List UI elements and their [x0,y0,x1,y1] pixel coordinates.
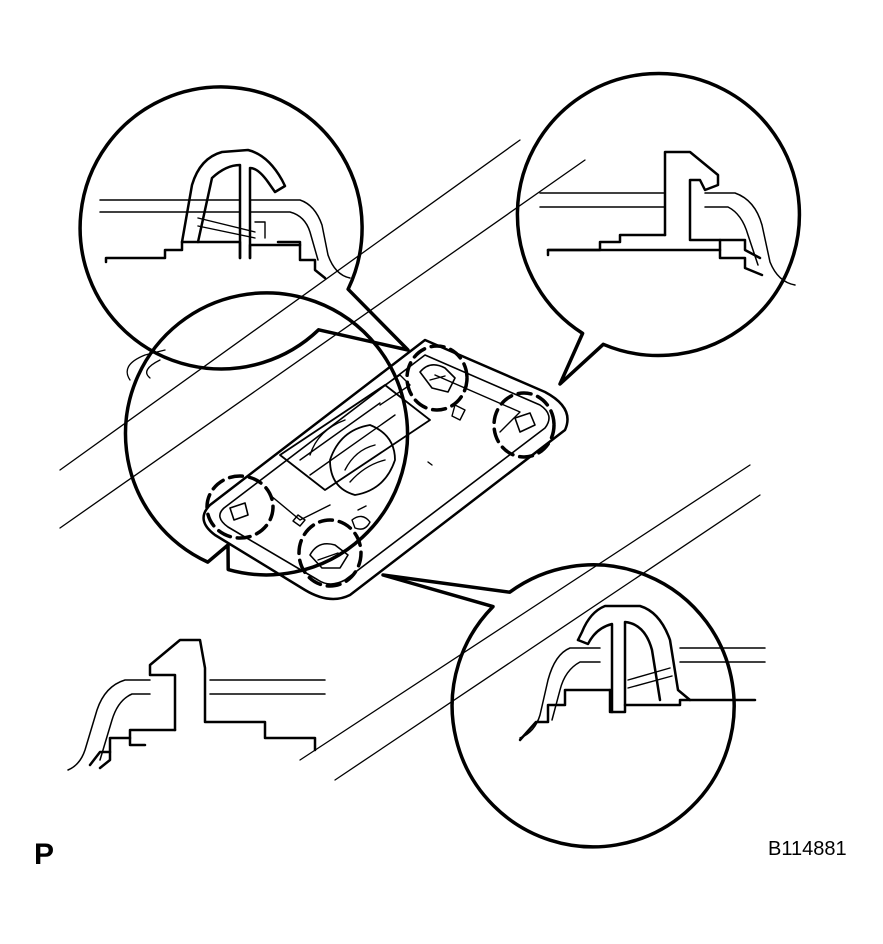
callout-top-left [78,85,410,371]
callout-bottom-right [381,563,766,849]
view-marker-label: P [34,838,55,871]
callout-bottom-left [67,291,410,771]
roof-panel-lines [59,139,761,781]
detail-markers [205,344,556,588]
detail-circle-bottom-clip [297,518,363,588]
detail-circle-left-claw [205,474,275,540]
detail-circle-right-claw [492,391,556,459]
room-lamp-assembly [202,338,569,601]
figure-code-label: B114881 [768,838,847,860]
detail-circle-top-clip [405,344,469,412]
callout-top-right [515,71,802,386]
